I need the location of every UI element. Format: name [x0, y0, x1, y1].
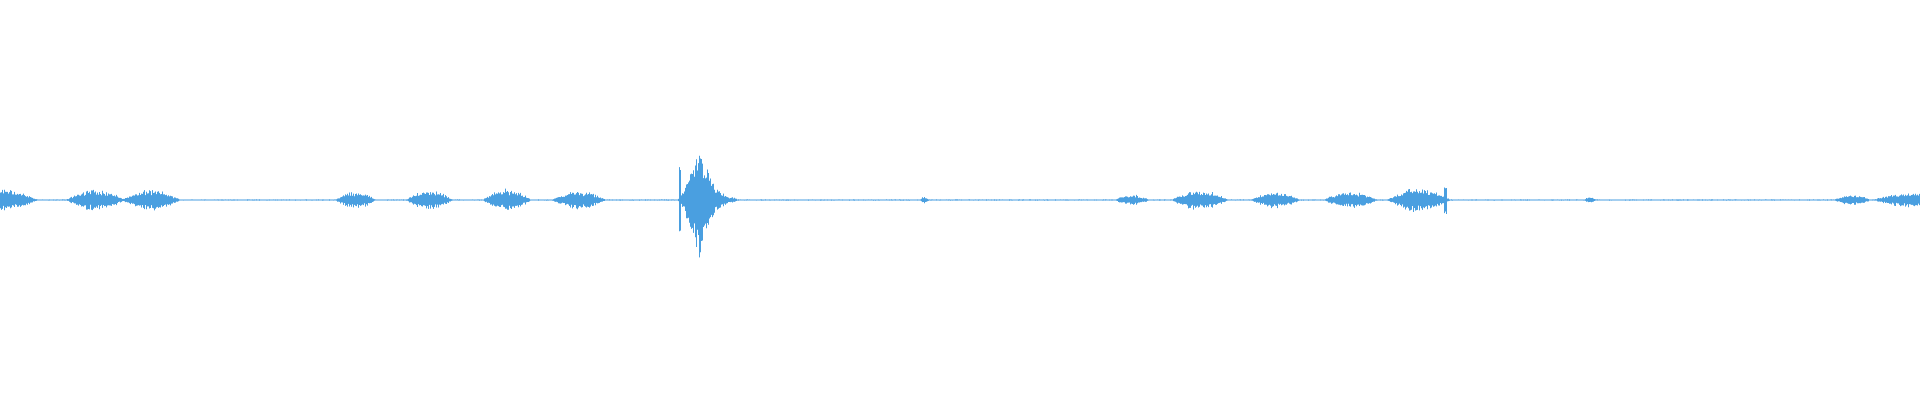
waveform-signal — [0, 155, 1920, 258]
